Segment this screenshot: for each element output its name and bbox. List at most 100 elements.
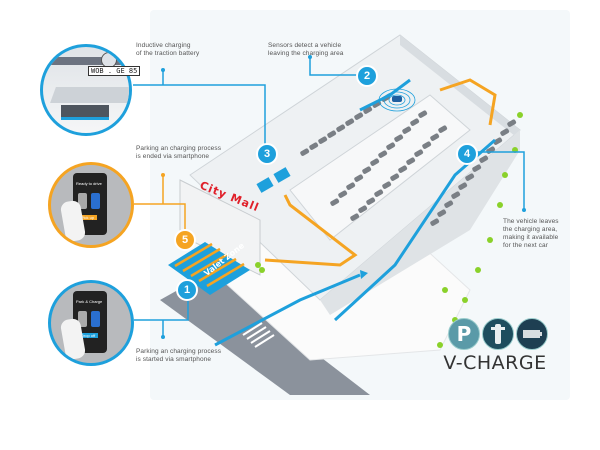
caption-line: Parking an charging process <box>136 348 222 355</box>
parked-car <box>422 141 432 149</box>
parked-car <box>402 126 412 134</box>
parked-car <box>479 155 489 163</box>
caption-line: Sensors detect a vehicle <box>268 42 342 49</box>
parked-car <box>366 197 376 205</box>
parked-car <box>370 158 380 166</box>
parked-car <box>300 148 310 156</box>
parked-car <box>327 130 337 138</box>
parked-car <box>430 218 440 226</box>
tree <box>259 267 265 273</box>
garage-back-wall <box>400 35 520 140</box>
parked-car <box>336 124 346 132</box>
smartphone-end-bubble: Ready to drive Pick up <box>48 162 134 248</box>
caption-step-3: Inductive charging of the traction batte… <box>136 42 199 58</box>
leader-line-2 <box>309 57 360 76</box>
caption-line: making it available <box>503 234 559 241</box>
parked-car <box>362 166 372 174</box>
pick-up-button: Pick up <box>78 215 98 220</box>
valet-zone-stripes <box>174 242 245 288</box>
valet-zone <box>168 242 250 295</box>
parked-car <box>507 119 517 127</box>
parked-car <box>414 149 424 157</box>
parked-car <box>354 112 364 120</box>
tree <box>442 287 448 293</box>
caption-step-5: Parking an charging process is ended via… <box>136 145 221 161</box>
caption-line: The vehicle leaves <box>503 218 559 225</box>
leader-line-5 <box>134 203 186 232</box>
battery-icon <box>516 318 548 350</box>
detected-car <box>392 96 402 102</box>
battery-pad-icon <box>61 105 109 120</box>
leader-lines <box>133 57 525 337</box>
parked-car <box>386 142 396 150</box>
license-plate: WOB . GE 85 <box>88 66 141 76</box>
sensor-waves <box>378 88 416 112</box>
tree <box>497 202 503 208</box>
tree <box>502 172 508 178</box>
parked-car <box>406 157 416 165</box>
caption-line: leaving the charging area <box>268 50 344 57</box>
leader-line-3 <box>133 84 266 150</box>
parked-car <box>345 118 355 126</box>
caption-line: Inductive charging <box>136 42 191 49</box>
caption-line: Parking an charging process <box>136 145 222 152</box>
parked-car <box>374 189 384 197</box>
orange-route <box>264 194 358 267</box>
parked-car <box>338 190 348 198</box>
drop-off-button: Drop off <box>78 333 99 338</box>
caption-line: of the traction battery <box>136 50 200 57</box>
tree <box>517 112 523 118</box>
smartphone-start-bubble: Park & Charge Drop off <box>48 280 134 366</box>
parked-car <box>394 134 404 142</box>
parked-car <box>390 173 400 181</box>
step-badge-5: 5 <box>174 229 196 251</box>
caption-step-1: Parking an charging process is started v… <box>136 348 221 364</box>
parked-car <box>458 182 468 190</box>
tree <box>475 267 481 273</box>
leader-dots <box>161 55 526 339</box>
parked-car <box>451 191 461 199</box>
parking-icon: P <box>448 318 480 350</box>
v-charge-title: V-CHARGE <box>443 352 547 374</box>
parked-car <box>418 110 428 118</box>
tree <box>255 262 261 268</box>
parked-car <box>493 137 503 145</box>
parked-car <box>398 165 408 173</box>
parked-car <box>350 213 360 221</box>
parked-car <box>430 133 440 141</box>
step-badge-4: 4 <box>456 143 478 165</box>
parked-car <box>358 205 368 213</box>
caption-line: is ended via smartphone <box>136 153 210 160</box>
blue-route-entry <box>214 273 361 347</box>
parked-car <box>346 182 356 190</box>
blue-route-sensor <box>359 78 411 112</box>
caption-line: the charging area, <box>503 226 558 233</box>
parked-car <box>309 142 319 150</box>
step-badge-3: 3 <box>256 143 278 165</box>
crosswalk <box>242 322 275 348</box>
parked-car <box>354 174 364 182</box>
parked-car <box>382 181 392 189</box>
leader-line-4 <box>475 151 525 210</box>
phone-screen-title: Ready to drive <box>76 181 102 186</box>
parked-car <box>378 150 388 158</box>
inductive-charging-bubble <box>40 44 132 136</box>
parked-car <box>444 200 454 208</box>
parked-car <box>438 125 448 133</box>
step-badge-2: 2 <box>356 65 378 87</box>
parked-car <box>410 118 420 126</box>
caption-line: for the next car <box>503 242 548 249</box>
parked-car <box>472 164 482 172</box>
parked-car <box>318 136 328 144</box>
parked-car <box>372 100 382 108</box>
charging-bays <box>256 167 291 193</box>
caption-step-2: Sensors detect a vehicle leaving the cha… <box>268 42 344 58</box>
tree <box>487 237 493 243</box>
v-charge-logo: P V-CHARGE <box>440 318 570 378</box>
orange-route-upper <box>439 78 497 126</box>
tree <box>462 297 468 303</box>
parked-car <box>437 209 447 217</box>
parked-car <box>363 106 373 114</box>
